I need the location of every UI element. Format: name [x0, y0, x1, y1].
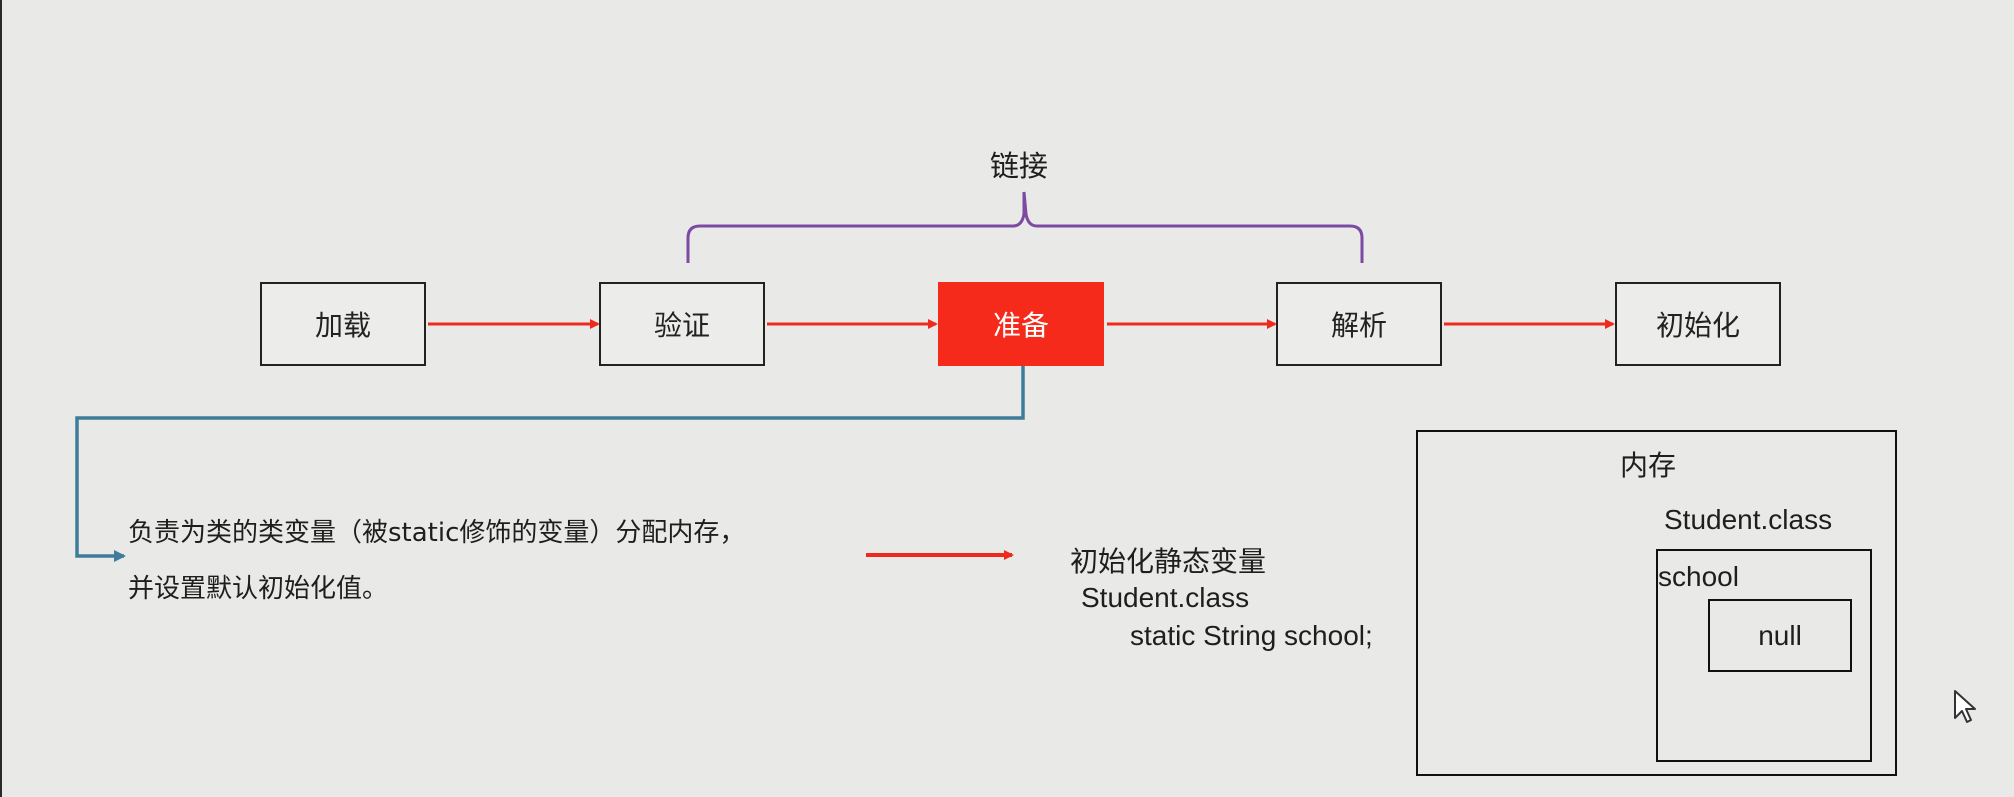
prepare-connector	[75, 366, 1025, 562]
description-line-2: 并设置默认初始化值。	[128, 574, 389, 604]
memory-title: 内存	[1620, 449, 1677, 482]
field-value-box: null	[1708, 599, 1852, 672]
description-line-1: 负责为类的类变量（被static修饰的变量）分配内存，	[128, 518, 746, 548]
stage-resolution: 解析	[1276, 282, 1442, 366]
memory-class-label: Student.class	[1664, 504, 1833, 535]
memory-box	[1416, 430, 1897, 776]
field-value: null	[1758, 619, 1802, 651]
link-bracket	[686, 191, 1364, 263]
stage-verification: 验证	[599, 282, 765, 366]
field-label: school	[1658, 561, 1739, 592]
code-heading: 初始化静态变量	[1070, 545, 1267, 578]
mouse-cursor-icon	[1954, 690, 1976, 723]
stage-loading: 加载	[260, 282, 426, 366]
stage-initialization: 初始化	[1615, 282, 1781, 366]
class-region-box	[1656, 549, 1872, 762]
link-phase-label: 链接	[990, 149, 1049, 183]
code-class-line: Student.class	[1081, 582, 1250, 613]
stage-preparation: 准备	[938, 282, 1104, 366]
code-field-line: static String school;	[1130, 620, 1373, 651]
window-left-border	[0, 0, 2, 797]
